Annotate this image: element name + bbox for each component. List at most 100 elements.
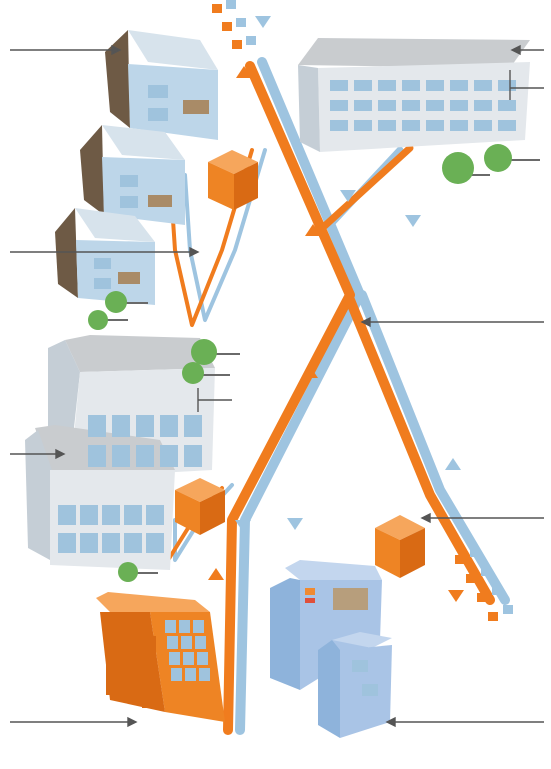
pointer-4-head (127, 716, 138, 728)
office-window-16 (498, 100, 516, 111)
flow-arrow-6 (255, 16, 271, 28)
flow-arrow-11 (445, 458, 461, 470)
plant-window-5 (181, 636, 192, 649)
office-window-5 (426, 80, 444, 91)
apt-lower-window-1 (58, 505, 76, 525)
plant-window-11 (185, 668, 196, 681)
office-top-windows (330, 80, 516, 131)
plant-window-7 (169, 652, 180, 665)
pointer-2-head (189, 246, 200, 258)
office-top-roof (298, 38, 530, 68)
blue-annex-window-2 (362, 684, 378, 696)
pointer-9-head (420, 512, 431, 524)
office-window-19 (378, 120, 396, 131)
office-window-9 (330, 100, 348, 111)
apt-upper-window-8 (136, 445, 154, 467)
plant-window-12 (199, 668, 210, 681)
dash-top-1 (212, 4, 222, 13)
office-window-1 (330, 80, 348, 91)
plant-roof (96, 592, 210, 612)
apt-lower-window-5 (146, 505, 164, 525)
office-window-2 (354, 80, 372, 91)
dash-top-4 (226, 0, 236, 9)
office-window-15 (474, 100, 492, 111)
tree-group-apartments (118, 339, 240, 582)
flow-arrow-2 (305, 224, 321, 236)
house-3-window-2 (94, 278, 111, 289)
dash-bot-5 (470, 548, 480, 557)
substation-houses (208, 150, 258, 210)
apt-upper-roof (65, 335, 215, 372)
house-2-window-1 (120, 175, 138, 187)
plant-window-9 (197, 652, 208, 665)
office-window-20 (402, 120, 420, 131)
dash-bot-2 (466, 574, 476, 583)
office-window-23 (474, 120, 492, 131)
house-2-roof-side (80, 125, 104, 215)
office-window-17 (330, 120, 348, 131)
tree-crown-1 (105, 291, 127, 313)
tree-crown-3 (442, 152, 474, 184)
blue-annex-window-1 (352, 660, 368, 672)
dash-bot-3 (477, 593, 487, 602)
apt-lower-window-10 (146, 533, 164, 553)
flow-arrow-7 (340, 190, 356, 202)
tree-crown-6 (182, 362, 204, 384)
dash-bot-6 (481, 567, 491, 576)
supply-pipe-main (223, 61, 355, 735)
blue-panel (333, 588, 368, 610)
apt-lower-side (25, 430, 52, 560)
house-1-window-2 (148, 108, 168, 121)
supply-pipe-houses (168, 148, 254, 327)
office-window-4 (402, 80, 420, 91)
office-window-7 (474, 80, 492, 91)
apt-upper-window-9 (160, 445, 178, 467)
office-window-21 (426, 120, 444, 131)
house-1-roof-side (105, 30, 130, 128)
dash-bot-8 (503, 605, 513, 614)
tree-crown-5 (191, 339, 217, 365)
tree-group-office (442, 144, 540, 184)
office-window-18 (354, 120, 372, 131)
return-pipe-houses (183, 148, 267, 322)
plant-windows (165, 620, 210, 681)
office-window-3 (378, 80, 396, 91)
office-top-side (298, 65, 320, 152)
sub3-front (375, 528, 400, 578)
dash-top-5 (236, 18, 246, 27)
substation-east (375, 515, 425, 578)
pointer-7-head (360, 316, 371, 328)
apt-lower-window-3 (102, 505, 120, 525)
house-1-roof-top (128, 30, 218, 70)
blue-sign-red (305, 598, 315, 603)
sub2-front (175, 490, 200, 535)
house-1 (105, 30, 218, 140)
flow-arrow-4 (208, 568, 224, 580)
return-pipe-main (235, 57, 365, 735)
pipe-dashes-top (212, 0, 256, 49)
supply-pipe-office (314, 144, 414, 236)
dash-top-2 (222, 22, 232, 31)
apt-upper-window-3 (136, 415, 154, 437)
plant-window-3 (193, 620, 204, 633)
plant-window-2 (179, 620, 190, 633)
flow-arrow-5 (448, 590, 464, 602)
blue-annex-top (332, 632, 392, 648)
plant-stack-1 (106, 625, 120, 695)
apt-lower-window-9 (124, 533, 142, 553)
office-window-12 (402, 100, 420, 111)
office-building-top (298, 38, 530, 152)
apt-lower-window-8 (102, 533, 120, 553)
supply-pipe-east (345, 295, 495, 605)
substation-apartments (175, 478, 225, 535)
apt-lower-window-4 (124, 505, 142, 525)
office-window-6 (450, 80, 468, 91)
flow-arrow-1 (236, 66, 252, 78)
plant-window-10 (171, 668, 182, 681)
house-1-window-1 (148, 85, 168, 98)
office-window-24 (498, 120, 516, 131)
dash-bot-1 (455, 555, 465, 564)
office-window-8 (498, 80, 516, 91)
flow-arrow-8 (405, 215, 421, 227)
plant-stack-3 (142, 636, 156, 708)
